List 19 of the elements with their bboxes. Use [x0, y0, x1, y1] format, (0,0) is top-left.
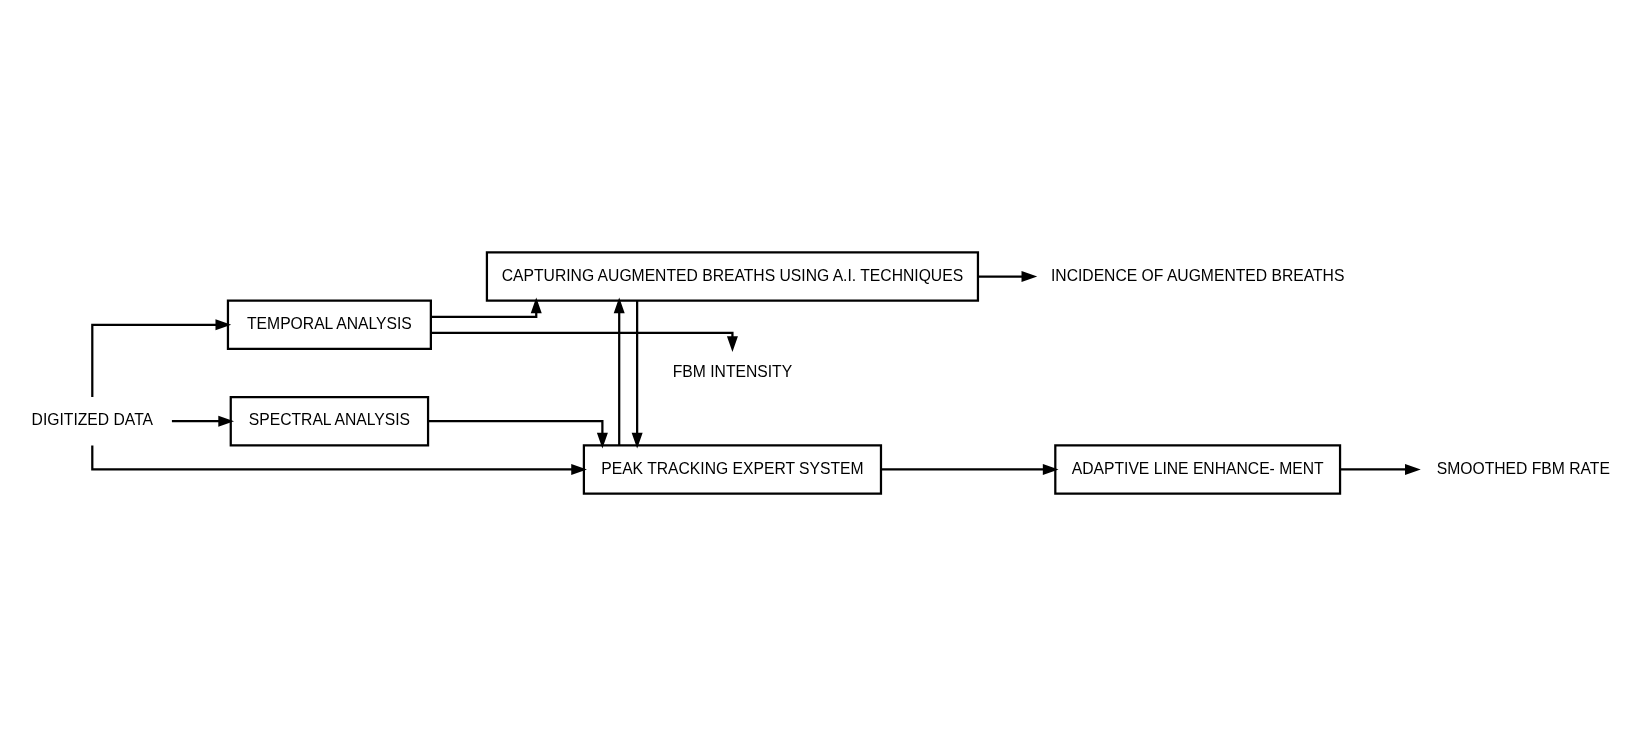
node-text: DIGITIZED DATA: [31, 411, 154, 429]
arrow: [631, 301, 643, 449]
arrow: [171, 415, 234, 427]
arrow: [881, 463, 1059, 475]
arrow: [431, 331, 738, 353]
arrow: [1340, 463, 1421, 475]
arrow: [428, 420, 608, 449]
node-box: PEAK TRACKING EXPERT SYSTEM: [582, 444, 883, 495]
node-box: SPECTRAL ANALYSIS: [229, 396, 430, 447]
arrow: [91, 319, 232, 397]
node-text: FBM INTENSITY: [672, 363, 793, 381]
arrow: [431, 297, 542, 318]
node-text: INCIDENCE OF AUGMENTED BREATHS: [1050, 266, 1345, 284]
node-box: CAPTURING AUGMENTED BREATHS USING A.I. TECHNIQUES: [485, 251, 980, 302]
node-box: ADAPTIVE LINE ENHANCE- MENT: [1054, 444, 1342, 495]
node-text: SMOOTHED FBM RATE: [1436, 459, 1610, 477]
node-box: TEMPORAL ANALYSIS: [226, 299, 432, 350]
arrow: [613, 297, 625, 445]
arrow: [978, 271, 1038, 283]
